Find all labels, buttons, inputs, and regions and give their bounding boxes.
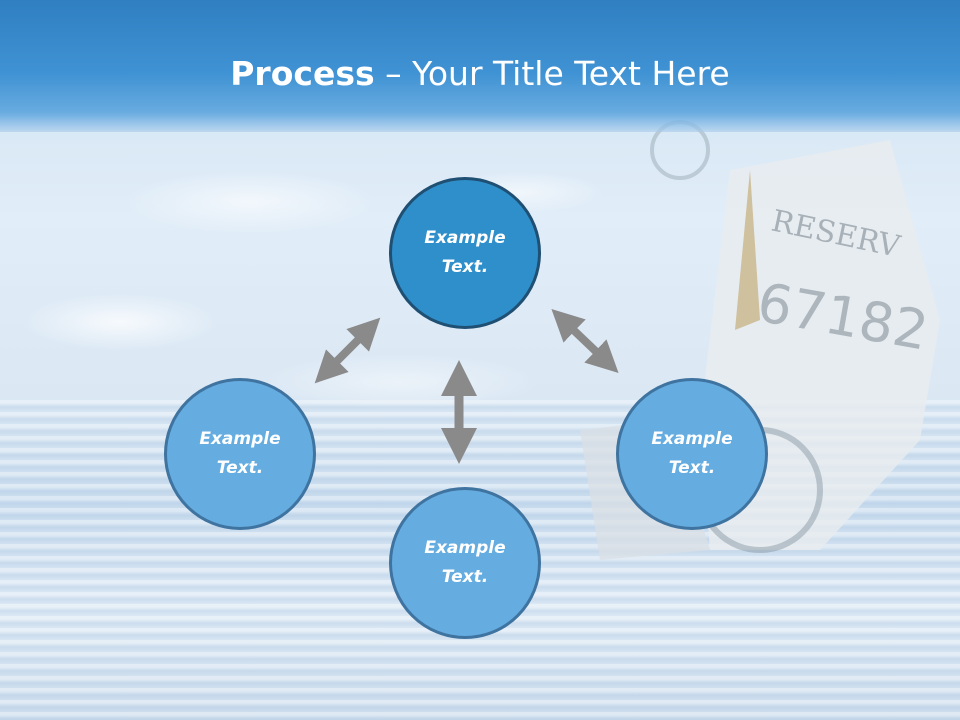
process-node-bottom[interactable]: Example Text. xyxy=(389,487,541,639)
title-bold: Process xyxy=(230,54,375,93)
title-bar: Process – Your Title Text Here xyxy=(0,0,960,132)
node-top-label: Example Text. xyxy=(424,228,506,277)
node-right-label: Example Text. xyxy=(651,429,733,478)
slide-title: Process – Your Title Text Here xyxy=(0,52,960,96)
title-rest: – Your Title Text Here xyxy=(374,54,730,93)
dollar-bill-boat-image: RESERV 67182 xyxy=(580,120,940,560)
process-node-left[interactable]: Example Text. xyxy=(164,378,316,530)
node-left-label: Example Text. xyxy=(199,429,281,478)
process-node-top[interactable]: Example Text. xyxy=(389,177,541,329)
process-node-right[interactable]: Example Text. xyxy=(616,378,768,530)
node-bottom-label: Example Text. xyxy=(424,538,506,587)
